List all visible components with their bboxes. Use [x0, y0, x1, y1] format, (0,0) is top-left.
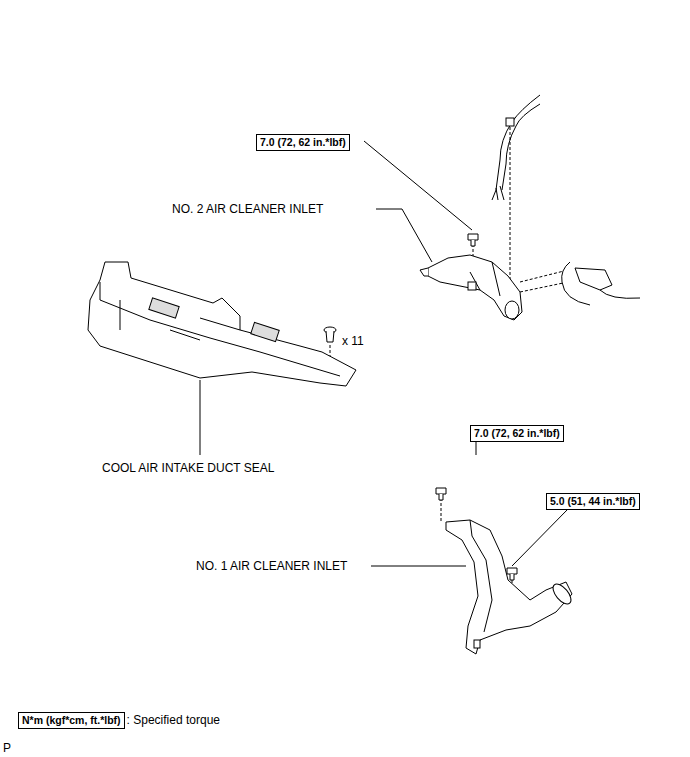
torque-value: 7.0 (72, 62 in.*lbf): [260, 136, 346, 149]
wire-harness: [492, 95, 640, 305]
assembly-line: [520, 282, 568, 292]
torque-box: 7.0 (72, 62 in.*lbf): [256, 134, 350, 151]
torque-box: 7.0 (72, 62 in.*lbf): [470, 425, 564, 442]
torque-value: 7.0 (72, 62 in.*lbf): [474, 427, 560, 440]
duct-seal: [88, 262, 356, 386]
part-name: COOL AIR INTAKE DUCT SEAL: [102, 461, 275, 475]
part-name: COOL AIR INTAKE DUCT SEAL: [102, 461, 275, 475]
torque-value: N*m (kgf*cm, ft.*lbf): [22, 714, 121, 727]
part-name: NO. 1 AIR CLEANER INLET: [196, 559, 347, 573]
leader-line: [376, 209, 432, 262]
part-name: NO. 2 AIR CLEANER INLET: [172, 202, 323, 216]
no2-inlet: [420, 255, 522, 320]
leader-line: [476, 441, 477, 455]
assembly-line: [441, 498, 442, 522]
legend-text: : Specified torque: [127, 713, 220, 727]
leader-line: [364, 141, 472, 230]
figure-code: P: [3, 741, 11, 755]
quantity: x 11: [342, 334, 364, 348]
torque-box: N*m (kgf*cm, ft.*lbf): [18, 712, 125, 729]
legend-text: : Specified torque: [127, 713, 220, 727]
torque-value: 5.0 (51, 44 in.*lbf): [550, 495, 636, 508]
assembly-line: [510, 122, 511, 282]
clip: [324, 327, 336, 342]
torque-box: 5.0 (51, 44 in.*lbf): [546, 493, 640, 510]
leader-line: [371, 566, 466, 567]
part-name: NO. 1 AIR CLEANER INLET: [196, 559, 347, 573]
leader-line: [200, 380, 201, 455]
part-name: NO. 2 AIR CLEANER INLET: [172, 202, 323, 216]
no1-inlet: [446, 520, 574, 654]
assembly-line: [520, 270, 568, 282]
figure-code: P: [3, 741, 11, 755]
quantity: x 11: [342, 334, 364, 348]
leader-line: [512, 509, 568, 566]
